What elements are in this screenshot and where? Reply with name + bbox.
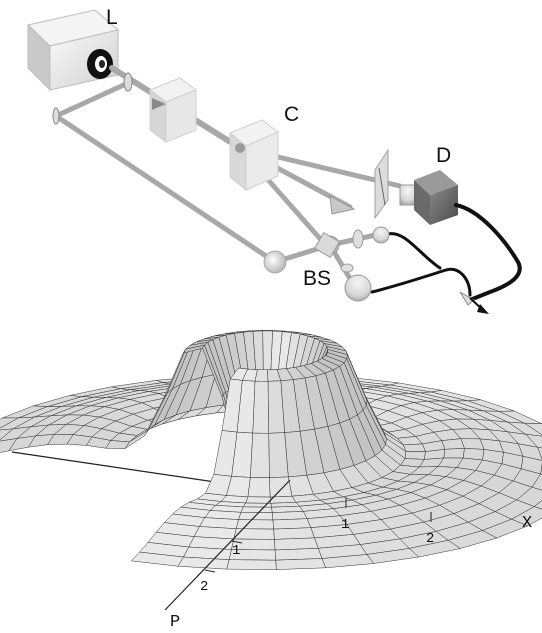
mesh-cell — [226, 559, 277, 570]
mesh-cell — [275, 558, 327, 570]
surface-plot: 1 2 1 2 X P — [0, 330, 542, 632]
p-axis-label: P — [170, 613, 180, 632]
mesh-cell — [272, 518, 312, 530]
optical-setup: L C D BS — [26, 6, 522, 314]
mesh-cell — [273, 527, 315, 540]
mesh-cell — [245, 496, 272, 504]
mesh-cell — [403, 443, 426, 452]
mesh-cell — [0, 438, 18, 453]
mesh-cell — [269, 476, 293, 498]
lens-block-1 — [148, 77, 198, 143]
filter-plate — [374, 148, 389, 220]
p-tick-label-2: 2 — [200, 579, 208, 595]
mesh-cell — [274, 548, 323, 561]
x-tick-label-1: 1 — [341, 517, 349, 533]
mesh-cell — [233, 528, 275, 540]
surface-mesh — [0, 330, 542, 570]
label-detector: D — [436, 144, 451, 167]
cables — [370, 203, 522, 302]
mesh-cell — [130, 551, 184, 567]
mesh-cell — [533, 499, 542, 510]
laser-box — [26, 9, 120, 92]
mesh-cell — [252, 380, 269, 434]
crystal-block — [229, 119, 279, 192]
label-crystal: C — [284, 103, 299, 126]
beam-splitter — [263, 226, 390, 302]
iris-icon — [123, 72, 133, 92]
mesh-cell — [268, 432, 289, 478]
p-tick-label-1: 1 — [232, 543, 240, 559]
mesh-cell — [274, 537, 319, 551]
beam-arrow-icon — [329, 195, 356, 215]
mesh-cell — [247, 477, 271, 498]
output-arrow-icon — [459, 291, 489, 314]
beam-paths — [53, 65, 403, 285]
mirror-icon — [52, 107, 60, 125]
label-beam-splitter: BS — [303, 267, 331, 290]
mesh-cell — [443, 448, 465, 459]
mesh-cell — [240, 506, 273, 513]
mesh-cell — [235, 519, 274, 530]
mesh-cell — [441, 438, 465, 450]
x-axis-label: X — [522, 514, 532, 533]
x-tick-label-2: 2 — [426, 531, 434, 547]
detector-box — [399, 170, 458, 225]
mesh-cell — [404, 451, 426, 460]
p-axis — [164, 479, 291, 611]
mesh-cell — [250, 432, 270, 478]
label-laser: L — [106, 6, 118, 29]
